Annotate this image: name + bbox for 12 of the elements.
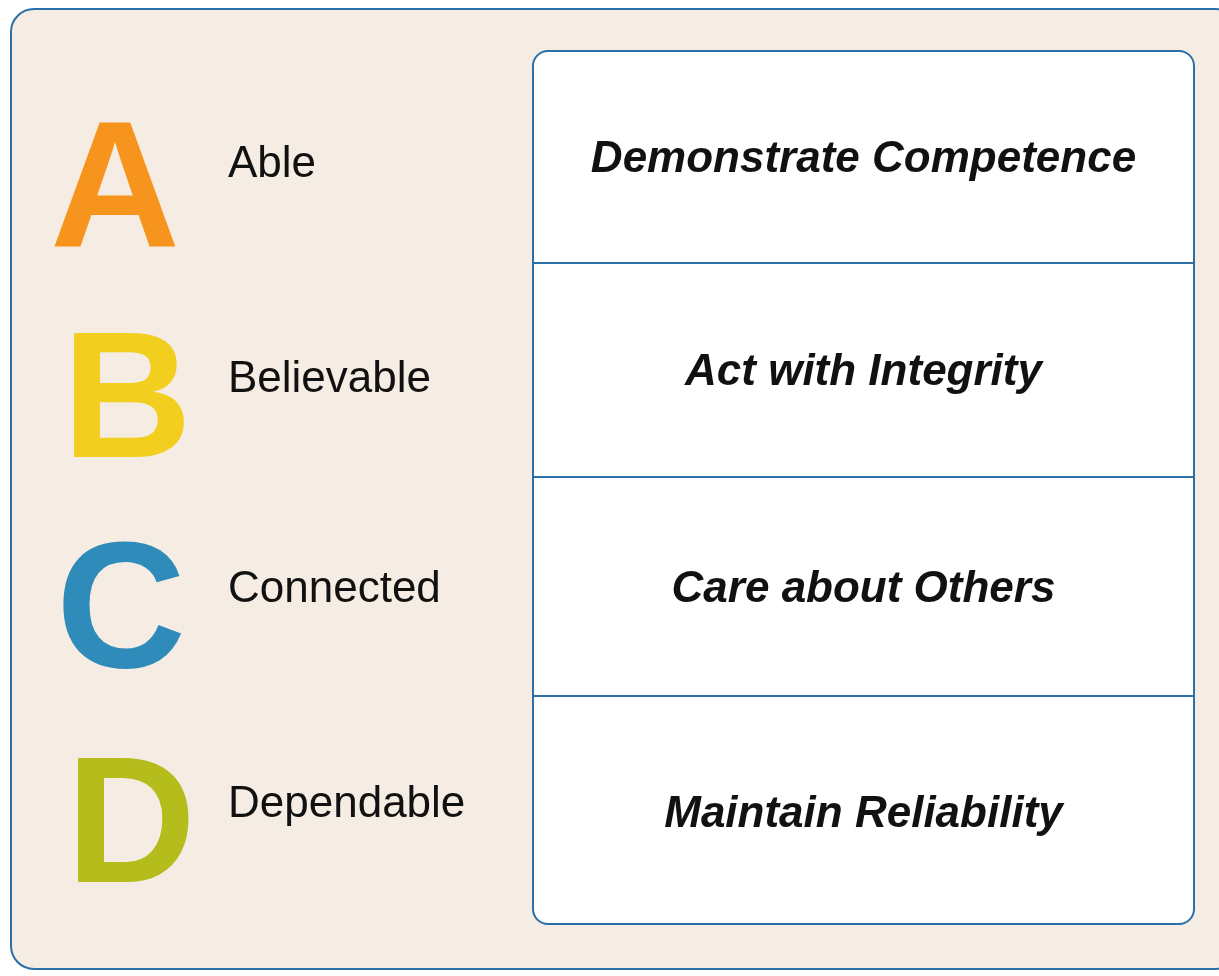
trait-word: Dependable xyxy=(228,780,466,824)
initial-letter: B xyxy=(62,305,192,485)
principle-cell: Act with Integrity xyxy=(534,262,1193,476)
principle-cell: Care about Others xyxy=(534,476,1193,695)
initial-letter: C xyxy=(56,515,186,695)
initial-letter: A xyxy=(50,95,180,275)
principle-cell: Demonstrate Competence xyxy=(534,52,1193,262)
trait-word: Able xyxy=(228,140,317,184)
trait-word: Believable xyxy=(228,355,432,399)
principle-cell: Maintain Reliability xyxy=(534,695,1193,923)
initial-letter: D xyxy=(66,730,196,910)
trait-word: Connected xyxy=(228,565,441,609)
